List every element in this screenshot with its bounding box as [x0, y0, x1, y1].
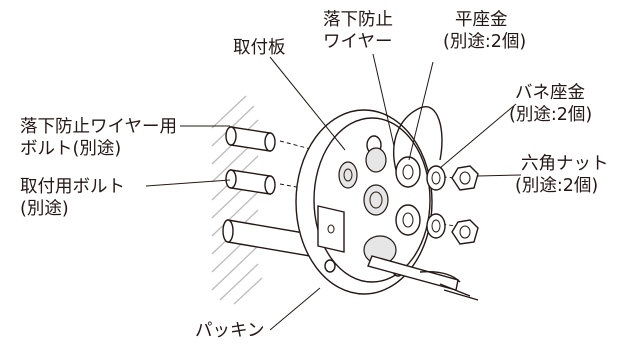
label-flat-washer-line1: 平座金: [455, 10, 508, 30]
label-hex-nut-line2: (別途:2個): [515, 176, 598, 196]
flat-washers: [395, 156, 421, 236]
label-packing: パッキン: [195, 321, 264, 341]
label-flat-washer-line2: (別途:2個): [443, 32, 526, 52]
ceiling-hatching: [211, 95, 263, 305]
labels: 取付板 落下防止 ワイヤー 平座金 (別途:2個) バネ座金 (別途:2個) 六…: [20, 10, 609, 341]
leader-lines: [145, 53, 522, 331]
spring-washers: [426, 165, 446, 239]
label-mount-bolt-line1: 取付用ボルト: [20, 177, 125, 197]
label-fall-wire-line2: ワイヤー: [323, 32, 392, 52]
label-spring-washer-line2: (別途:2個): [509, 105, 592, 125]
label-wire-bolt-line2: ボルト(別途): [20, 139, 121, 159]
cables: [367, 255, 479, 301]
fall-prevention-bolt: [225, 126, 276, 152]
fall-prevention-wire: [393, 106, 443, 171]
label-spring-washer-line1: バネ座金: [515, 83, 585, 103]
label-mounting-plate: 取付板: [233, 38, 286, 58]
label-mount-bolt-line2: (別途): [20, 199, 69, 219]
mounting-bolt: [225, 169, 276, 195]
long-mounting-bolt: [222, 219, 311, 257]
label-wire-bolt-line1: 落下防止ワイヤー用: [20, 117, 177, 137]
label-fall-wire-line1: 落下防止: [323, 10, 393, 30]
label-hex-nut-line1: 六角ナット: [521, 154, 609, 174]
hex-nuts: [451, 165, 479, 245]
